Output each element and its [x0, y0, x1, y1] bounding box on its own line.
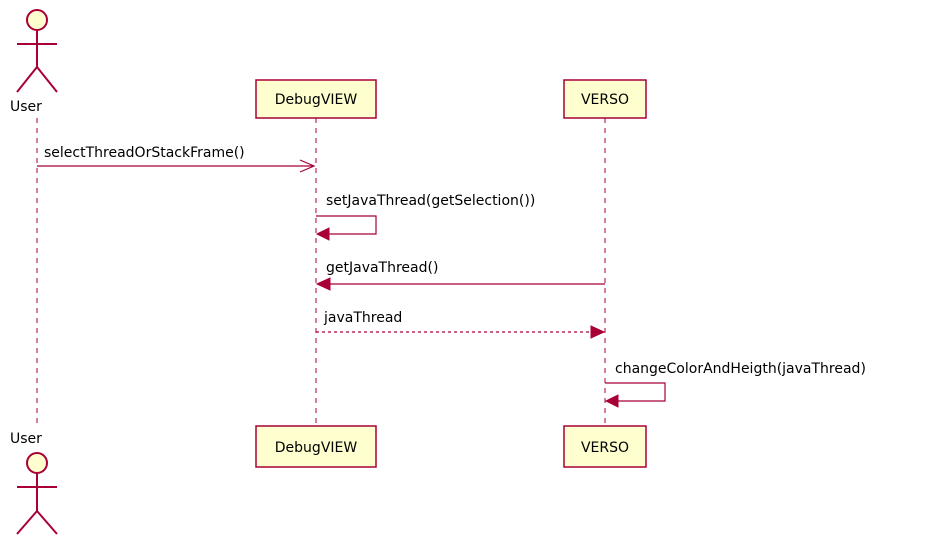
participant-box	[255, 79, 377, 119]
message-label: setJavaThread(getSelection())	[326, 193, 535, 209]
actor-head-icon	[26, 9, 48, 31]
filled-arrowhead-icon	[604, 394, 619, 408]
message-label: javaThread	[323, 310, 402, 326]
message-label: changeColorAndHeigth(javaThread)	[615, 361, 866, 377]
self-message-line	[316, 215, 377, 235]
participant-label-debugview: DebugVIEW	[275, 92, 358, 108]
message-set-java-thread: setJavaThread(getSelection())	[315, 193, 535, 241]
message-get-java-thread: getJavaThread()	[315, 260, 605, 291]
actor-left-leg	[16, 66, 38, 93]
actor-left-leg	[16, 510, 38, 535]
participant-label-debugview: DebugVIEW	[275, 440, 358, 456]
participant-debugview-top: DebugVIEW	[255, 79, 377, 119]
actor-head-icon	[26, 452, 48, 474]
actor-label-user: User	[10, 431, 42, 447]
message-change-color: changeColorAndHeigth(javaThread)	[604, 361, 866, 408]
participant-box	[563, 425, 647, 468]
actor-label-user: User	[10, 99, 42, 115]
filled-arrowhead-icon	[315, 227, 330, 241]
self-message-line	[605, 382, 666, 402]
participant-verso-top: VERSO	[563, 79, 647, 119]
message-label: getJavaThread()	[326, 260, 438, 276]
participant-box	[563, 79, 647, 119]
actor-right-leg	[36, 510, 58, 535]
participant-verso-bottom: VERSO	[563, 425, 647, 468]
actor-user-top: User	[10, 9, 58, 115]
actor-right-leg	[36, 66, 58, 93]
participant-label-verso: VERSO	[581, 92, 629, 108]
participant-box	[255, 425, 377, 468]
message-select-thread: selectThreadOrStackFrame()	[37, 145, 316, 173]
message-label: selectThreadOrStackFrame()	[44, 145, 245, 161]
actor-user-bottom: User	[10, 431, 58, 535]
participant-label-verso: VERSO	[581, 440, 629, 456]
open-arrowhead-icon	[299, 159, 316, 173]
filled-arrowhead-icon	[315, 277, 331, 291]
message-java-thread-return: javaThread	[316, 310, 606, 339]
participant-debugview-bottom: DebugVIEW	[255, 425, 377, 468]
filled-arrowhead-icon	[590, 325, 606, 339]
